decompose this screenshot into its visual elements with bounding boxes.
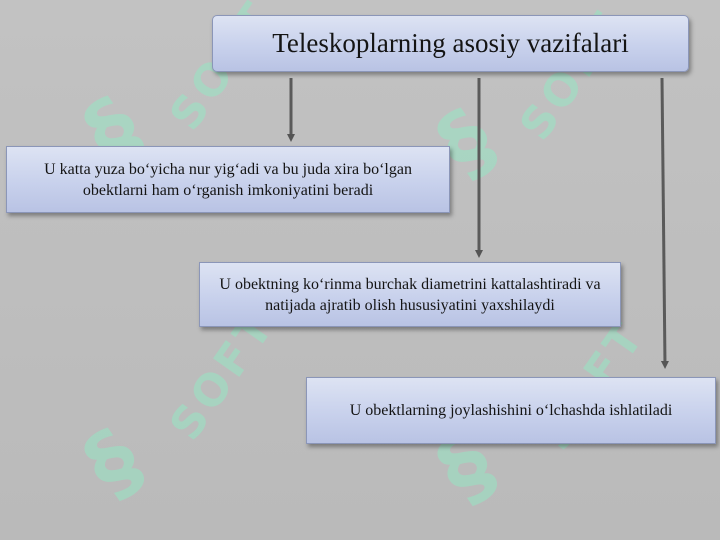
function-text-3: U obektlarning joylashishini o‘lchashda … — [349, 402, 673, 419]
function-text-2: U obektning ko‘rinma burchak diametrini … — [219, 275, 601, 314]
function-text-1: U katta yuza bo‘yicha nur yig‘adi va bu … — [44, 160, 412, 199]
diagram-title: Teleskoplarning asosiy vazifalari — [272, 28, 629, 58]
function-box-3: U obektlarning joylashishini o‘lchashda … — [306, 377, 716, 444]
function-box-2: U obektning ko‘rinma burchak diametrini … — [199, 262, 621, 327]
watermark-logo-icon: § — [67, 409, 160, 517]
arrow-to-item-3 — [660, 77, 669, 369]
function-box-1: U katta yuza bo‘yicha nur yig‘adi va bu … — [6, 146, 450, 213]
diagram-title-box: Teleskoplarning asosiy vazifalari — [212, 15, 689, 72]
